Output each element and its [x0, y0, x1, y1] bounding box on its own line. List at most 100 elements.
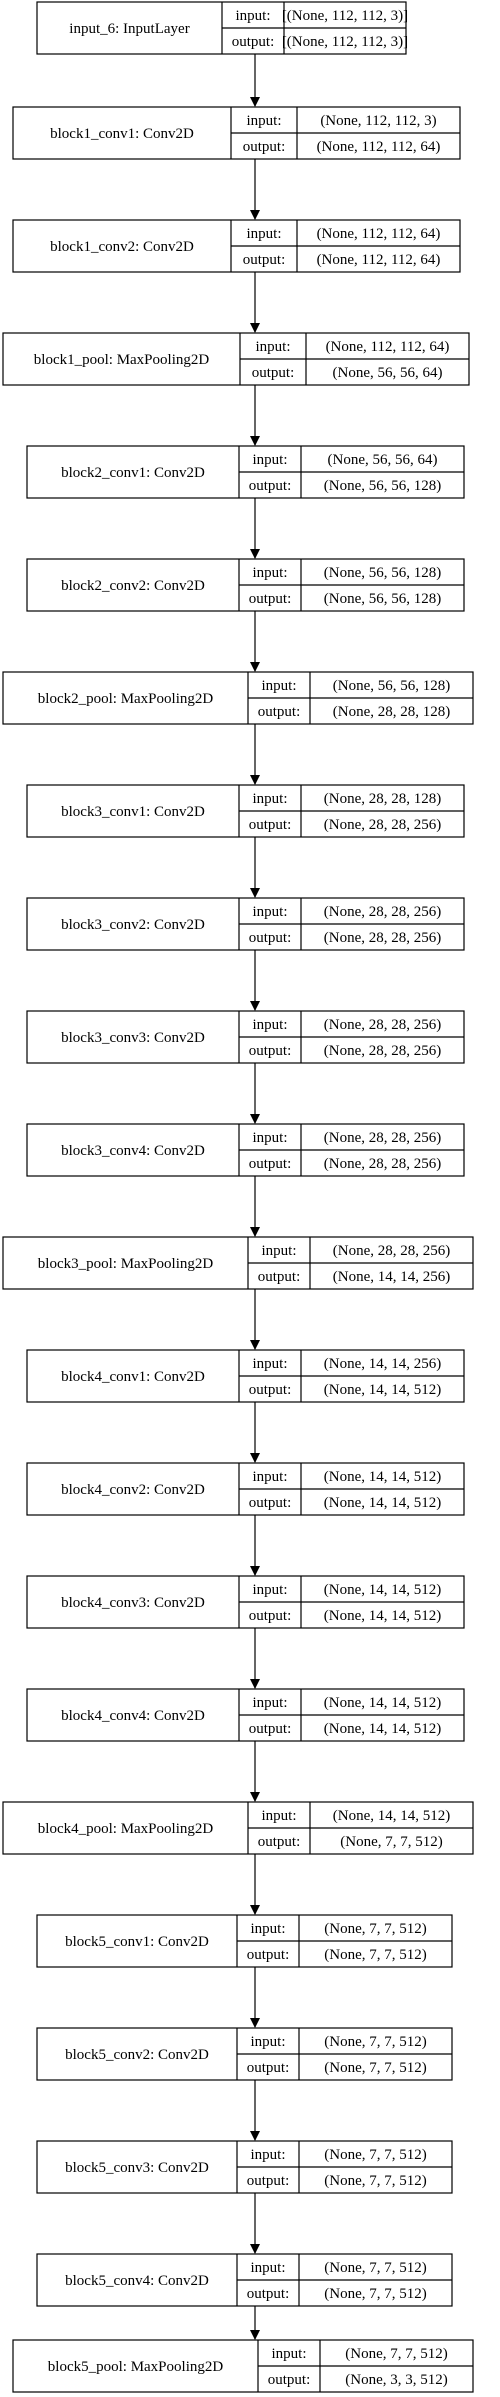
input-label: input:	[246, 113, 281, 129]
input-label: input:	[261, 1243, 296, 1259]
input-label: input:	[252, 1130, 287, 1146]
input-label: input:	[252, 904, 287, 920]
output-label: output:	[258, 1834, 301, 1850]
layer-node: block4_conv1: Conv2Dinput:output:(None, …	[26, 1349, 465, 1403]
layer-name: block4_conv4: Conv2D	[61, 1708, 205, 1724]
output-shape: (None, 28, 28, 256)	[324, 1156, 441, 1172]
output-shape: (None, 7, 7, 512)	[324, 2173, 426, 2189]
output-shape: (None, 28, 28, 128)	[333, 704, 450, 720]
output-label: output:	[249, 1721, 292, 1737]
input-shape: (None, 14, 14, 512)	[324, 1695, 441, 1711]
input-shape: (None, 28, 28, 256)	[324, 1017, 441, 1033]
input-label: input:	[252, 1582, 287, 1598]
layer-node: block3_conv4: Conv2Dinput:output:(None, …	[26, 1123, 465, 1177]
input-label: input:	[261, 678, 296, 694]
layer-node: block4_conv2: Conv2Dinput:output:(None, …	[26, 1462, 465, 1516]
output-shape: (None, 14, 14, 512)	[324, 1382, 441, 1398]
output-shape: (None, 7, 7, 512)	[324, 2286, 426, 2302]
output-shape: (None, 56, 56, 64)	[333, 365, 443, 381]
layer-name: block2_pool: MaxPooling2D	[38, 691, 214, 707]
layer-name: block1_conv1: Conv2D	[50, 126, 194, 142]
layer-name: block4_conv1: Conv2D	[61, 1369, 205, 1385]
input-label: input:	[252, 1356, 287, 1372]
layer-node: block4_pool: MaxPooling2D input: output: (N…	[2, 1801, 474, 1855]
layer-name: block4_conv3: Conv2D	[61, 1595, 205, 1611]
input-label: input:	[246, 226, 281, 242]
output-shape: [(None, 112, 112, 3)]	[282, 34, 408, 50]
input-label: input:	[250, 2034, 285, 2050]
input-label: input:	[252, 452, 287, 468]
layer-node: block5_conv4: Conv2Dinput:output:(None, …	[36, 2253, 453, 2307]
layer-name: block3_conv1: Conv2D	[61, 804, 205, 820]
layer-name: block2_conv1: Conv2D	[61, 465, 205, 481]
output-label: output:	[243, 252, 286, 268]
input-shape: (None, 7, 7, 512)	[345, 2346, 447, 2362]
input-label: input:	[252, 1695, 287, 1711]
output-shape: (None, 56, 56, 128)	[324, 478, 441, 494]
input-shape: [(None, 112, 112, 3)]	[282, 8, 408, 24]
input-label: input:	[271, 2346, 306, 2362]
layer-node: block3_conv2: Conv2Dinput:output:(None, …	[26, 897, 465, 951]
output-label: output:	[258, 704, 301, 720]
output-label: output:	[249, 817, 292, 833]
output-label: output:	[249, 1608, 292, 1624]
layer-node-border	[2, 671, 474, 725]
layer-name: block4_pool: MaxPooling2D	[38, 1821, 214, 1837]
input-shape: (None, 56, 56, 128)	[333, 678, 450, 694]
output-label: output:	[249, 478, 292, 494]
input-shape: (None, 7, 7, 512)	[324, 2147, 426, 2163]
output-label: output:	[247, 2060, 290, 2076]
output-shape: (None, 28, 28, 256)	[324, 1043, 441, 1059]
output-label: output:	[252, 365, 295, 381]
input-shape: (None, 112, 112, 3)	[320, 113, 436, 129]
layer-name: block5_conv3: Conv2D	[65, 2160, 209, 2176]
output-label: output:	[249, 1156, 292, 1172]
output-label: output:	[258, 1269, 301, 1285]
layer-node: block1_pool: MaxPooling2Dinput:output:(N…	[2, 332, 470, 386]
layer-node: block5_pool: MaxPooling2Dinput:output:(N…	[12, 2339, 474, 2393]
output-label: output:	[249, 591, 292, 607]
output-shape: (None, 3, 3, 512)	[345, 2372, 447, 2388]
layer-node: block2_conv1: Conv2D input: output: (None, …	[26, 445, 465, 499]
layer-node: block2_pool: MaxPooling2D input: output: (N…	[2, 671, 474, 725]
output-label: output:	[232, 34, 275, 50]
output-label: output:	[249, 1043, 292, 1059]
input-shape: (None, 112, 112, 64)	[317, 226, 441, 242]
layer-node: block3_pool: MaxPooling2D input: output: (N…	[2, 1236, 474, 1290]
output-label: output:	[268, 2372, 311, 2388]
input-label: input:	[235, 8, 270, 24]
input-shape: (None, 7, 7, 512)	[324, 2260, 426, 2276]
layer-node: block3_conv3: Conv2D input: output: (None, …	[26, 1010, 465, 1064]
input-shape: (None, 28, 28, 256)	[324, 904, 441, 920]
input-shape: (None, 14, 14, 512)	[333, 1808, 450, 1824]
input-label: input:	[252, 1469, 287, 1485]
input-label: input:	[255, 339, 290, 355]
input-label: input:	[252, 1017, 287, 1033]
output-shape: (None, 14, 14, 512)	[324, 1495, 441, 1511]
output-shape: (None, 112, 112, 64)	[317, 139, 441, 155]
input-shape: (None, 28, 28, 256)	[333, 1243, 450, 1259]
layer-name: block3_conv2: Conv2D	[61, 917, 205, 933]
output-label: output:	[247, 2286, 290, 2302]
input-label: input:	[250, 2147, 285, 2163]
output-shape: (None, 7, 7, 512)	[324, 1947, 426, 1963]
output-shape: (None, 7, 7, 512)	[324, 2060, 426, 2076]
layer-nodes: input_6: InputLayerinput:output:[(None, …	[2, 1, 474, 2393]
output-shape: (None, 14, 14, 512)	[324, 1608, 441, 1624]
layer-node: block5_conv1: Conv2Dinput:output:(None, …	[36, 1914, 453, 1968]
layer-name: block3_pool: MaxPooling2D	[38, 1256, 214, 1272]
layer-node: block1_conv1: Conv2Dinput:output:(None, …	[12, 106, 461, 160]
output-label: output:	[247, 1947, 290, 1963]
input-shape: (None, 28, 28, 128)	[324, 791, 441, 807]
output-shape: (None, 56, 56, 128)	[324, 591, 441, 607]
input-shape: (None, 56, 56, 64)	[328, 452, 438, 468]
output-label: output:	[247, 2173, 290, 2189]
output-shape: (None, 14, 14, 512)	[324, 1721, 441, 1737]
input-label: input:	[252, 565, 287, 581]
input-shape: (None, 14, 14, 512)	[324, 1469, 441, 1485]
layer-name: block3_conv3: Conv2D	[61, 1030, 205, 1046]
input-label: input:	[261, 1808, 296, 1824]
input-shape: (None, 14, 14, 256)	[324, 1356, 441, 1372]
layer-node: block5_conv3: Conv2D input: output: (None, …	[36, 2140, 453, 2194]
